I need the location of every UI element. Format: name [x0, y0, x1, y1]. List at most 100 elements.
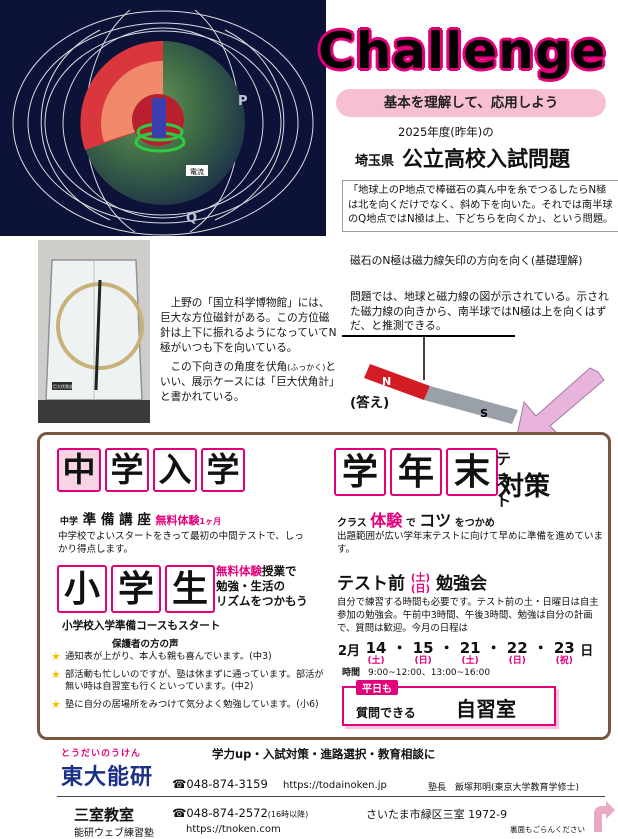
hours-label: 時間 — [342, 668, 361, 678]
title-char: 学 — [334, 448, 386, 496]
parent-voices-heading: 保護者の方の声 — [112, 639, 179, 650]
title-char: 年 — [390, 448, 442, 496]
museum-p2-b: といい、展示ケースには「巨大伏角計」と書かれている。 — [160, 361, 336, 403]
point-p-label: P — [238, 94, 248, 109]
free-trial-period: 1ヶ月 — [199, 517, 222, 526]
free-trial-label: 無料体験 — [155, 514, 200, 527]
date-weekday: (土) — [461, 656, 479, 666]
branch-phone: ☎048-874-2572(16時以降) — [172, 806, 308, 820]
course-prefix: 中学 — [60, 517, 79, 527]
hours-value: 9:00~12:00、13:00~16:00 — [368, 668, 491, 678]
class-pre: クラス — [337, 518, 367, 529]
class-post: をつかめ — [454, 518, 495, 529]
session-hours: 時間 9:00~12:00、13:00~16:00 — [342, 665, 490, 678]
class-kotsu: コツ — [419, 511, 452, 530]
self-study-room-banner: 平日も 質問できる 自習室 — [342, 680, 556, 726]
title-char: 小 — [57, 565, 107, 613]
session-date: 21(土) — [460, 640, 481, 666]
museum-paragraph-1: 上野の「国立科学博物館」には、巨大な方位磁針がある。この方位磁針は上下に振れるよ… — [160, 297, 337, 354]
reasoning-text: 問題では、地球と磁力線の図が示されている。示された磁力線の向きから、南半球ではN… — [350, 290, 609, 332]
prep-course-heading: 中学 準 備 講 座 無料体験1ヶ月 — [60, 508, 221, 528]
session-date: 23(祝) — [554, 640, 575, 666]
basic-understanding-note: 磁石のN極は磁力線矢印の方向を向く(基礎理解) — [350, 254, 583, 267]
date-day: 23 — [553, 639, 575, 657]
term-description: 出題範囲が広い学年末テストに向けて早めに準備を進めています。 — [337, 531, 604, 555]
weekend-label: (土)(日) — [411, 573, 430, 595]
title-char: 入 — [153, 448, 197, 492]
term-end-title: 学 年 末 — [334, 448, 498, 496]
title-char: 中 — [57, 448, 101, 492]
self-study-room-label: 自習室 — [456, 697, 516, 721]
study-session-description: 自分で練習する時間も必要です。テスト前の土・日曜日は自主参加の勉強会。午前中3時… — [337, 597, 599, 634]
class-taiken: 体験 — [370, 511, 403, 530]
logo-wordmark: 東大能研 — [61, 765, 154, 790]
back-side-note: 裏面もごらんください — [510, 825, 585, 834]
title-char: 学 — [201, 448, 245, 492]
exam-title: 公立高校入試問題 — [402, 147, 570, 171]
elementary-title: 小 学 生 — [57, 565, 215, 613]
question-box: 「地球上のP地点で棒磁石の真ん中を糸でつるしたらN極は北を向くだけでなく、斜め下… — [342, 180, 618, 232]
course-name: 準 備 講 座 — [82, 512, 151, 528]
elementary-course-note: 小学校入学準備コースもスタート — [62, 620, 221, 632]
list-item: ★塾に自分の居場所をみつけて気分よく勉強しています。(小6) — [51, 697, 331, 712]
session-date: 22(日) — [507, 640, 528, 666]
class-trial-line: クラス 体験 で コツ をつかめ — [337, 507, 495, 531]
exam-prefecture: 埼玉県 — [355, 154, 395, 169]
exam-year: 2025年度(昨年)の — [398, 125, 494, 139]
sun-label: (日) — [410, 584, 431, 595]
subtitle-banner: 基本を理解して、応用しよう — [336, 89, 606, 117]
elementary-trial-text: 無料体験授業で 勉強・生活の リズムをつかもう — [216, 564, 336, 609]
branch-phone-number: ☎048-874-2572 — [172, 806, 268, 820]
session-date: 15(日) — [413, 640, 434, 666]
magnet-n-pole — [364, 364, 430, 400]
list-item: ★通知表が上がり、本人も親も喜んでいます。(中3) — [51, 651, 331, 664]
sat-label: (土) — [410, 573, 431, 584]
date-suffix: 日 — [580, 644, 594, 659]
title-char: 学 — [111, 565, 161, 613]
web-practice-link[interactable]: https://tnoken.com — [186, 824, 281, 835]
session-month: 2月 — [338, 644, 361, 659]
core-current-label: 電流 — [190, 167, 204, 176]
branch-name: 三室教室 — [74, 806, 135, 824]
school-logo: とうだいのうけん 東大能研 — [61, 746, 161, 791]
study-session-title: テスト前 (土)(日) 勉強会 — [337, 569, 487, 595]
date-day: 15 — [412, 639, 434, 657]
museum-dip-needle-photo: 巨大伏角計 — [38, 240, 150, 423]
prep-course-description: 中学校でよいスタートをきって最初の中間テストで、しっかり得点します。 — [58, 531, 304, 555]
earth-magnetic-field-figure: 電流 P Q — [0, 0, 326, 236]
elementary-trial-line1: 無料体験授業で — [216, 564, 336, 579]
trial-suffix: 授業で — [262, 564, 297, 578]
free-trial-label: 無料体験 — [216, 564, 262, 578]
weekday-badge: 平日も — [356, 680, 398, 695]
page-title: Challenge — [318, 22, 607, 80]
title-char: 末 — [446, 448, 498, 496]
magnet-n-label: N — [382, 375, 391, 388]
date-day: 14 — [365, 639, 387, 657]
junior-high-entrance-title: 中 学 入 学 — [57, 448, 245, 492]
elementary-trial-line2: 勉強・生活の — [216, 579, 285, 593]
museum-paragraph-2: この下向きの角度を伏角(ふっかく)といい、展示ケースには「巨大伏角計」と書かれて… — [160, 360, 338, 405]
branch-phone-note: (16時以降) — [267, 810, 309, 819]
voice-text: 部活動も忙しいのですが、塾は休まずに通っています。部活が無い時は自習室も行くとい… — [65, 668, 324, 693]
director-name: 塾長 飯塚邦明(東京大学教育学修士) — [428, 783, 580, 793]
elementary-trial-line3: リズムをつかもう — [216, 594, 308, 608]
date-weekday: (祝) — [555, 656, 573, 666]
magnet-s-pole — [424, 386, 518, 424]
voice-text: 通知表が上がり、本人も親も喜んでいます。(中3) — [65, 651, 272, 662]
answer-label: (答え) — [350, 395, 390, 411]
web-practice-name: 能研ウェブ練習塾 — [74, 828, 154, 839]
museum-description: 上野の「国立科学博物館」には、巨大な方位磁針がある。この方位磁針は上下に振れるよ… — [160, 296, 338, 405]
session-date: 14(土) — [366, 640, 387, 666]
date-weekday: (日) — [508, 656, 526, 666]
magnet-s-label: S — [480, 407, 488, 420]
star-icon: ★ — [51, 697, 61, 711]
date-day: 21 — [459, 639, 481, 657]
answer-magnet-diagram: N S — [342, 335, 518, 424]
turn-over-arrow-icon — [594, 801, 615, 832]
question-ok-text: 質問できる — [356, 706, 416, 720]
title-char: 学 — [105, 448, 149, 492]
main-website-link[interactable]: https://todainoken.jp — [283, 780, 387, 791]
title-char: 生 — [165, 565, 215, 613]
date-weekday: (日) — [414, 656, 432, 666]
date-day: 22 — [506, 639, 528, 657]
